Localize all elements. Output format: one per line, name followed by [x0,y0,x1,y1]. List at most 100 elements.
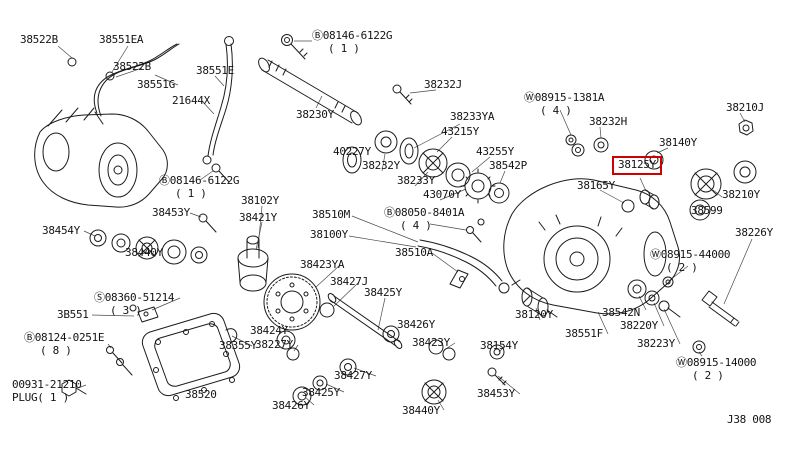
part-label-21644X[interactable]: 21644X [172,94,210,108]
part-number-text: 38424Y [250,324,288,337]
carrier-housing-art [503,178,681,315]
part-number-text: 40227Y [333,145,371,158]
part-label-43215Y[interactable]: 43215Y [441,125,479,139]
part-number-text: Ⓦ08915-1381A [524,91,605,104]
part-number-text: 43255Y [476,145,514,158]
part-label-43255Y[interactable]: 43255Y [476,145,514,159]
part-number-text: 38551EA [99,33,144,46]
part-label-38421Y[interactable]: 38421Y [239,211,277,225]
part-label-38423Y[interactable]: 38423Y [412,336,450,350]
part-number-text: 38542N [602,306,640,319]
part-number-text: 38599 [691,204,723,217]
part-label-0891514000[interactable]: Ⓦ08915-14000( 2 ) [676,356,757,382]
part-number-text: 38230Y [296,108,334,121]
part-label-38154Y[interactable]: 38154Y [480,339,518,353]
part-label-38120Y[interactable]: 38120Y [515,308,553,322]
part-label-38599[interactable]: 38599 [691,204,723,218]
part-number-text: 38154Y [480,339,518,352]
part-label-38453Y[interactable]: 38453Y [152,206,190,220]
part-label-38440Y[interactable]: 38440Y [402,404,440,418]
part-label-38227Y[interactable]: 38227Y [255,338,293,352]
part-label-38551G[interactable]: 38551G [137,78,175,92]
part-label-38425Y[interactable]: 38425Y [302,386,340,400]
part-label-38210Y[interactable]: 38210Y [722,188,760,202]
part-number-text: 00931-21210 [12,378,82,391]
part-label-080508401A[interactable]: Ⓑ08050-8401A( 4 ) [384,206,465,232]
part-label-38140Y[interactable]: 38140Y [659,136,697,150]
part-label-PLUG1[interactable]: PLUG( 1 ) [12,391,69,405]
part-number-text: 38140Y [659,136,697,149]
part-label-38542N[interactable]: 38542N [602,306,640,320]
part-number-text: Ⓑ08050-8401A [384,206,465,219]
part-label-38542P[interactable]: 38542P [489,159,527,173]
diff-gear-set-art [263,273,403,406]
part-label-40227Y[interactable]: 40227Y [333,145,371,159]
part-number-text: Ⓑ08124-0251E [24,331,105,344]
part-label-38440Y[interactable]: 38440Y [125,246,163,260]
diff-case-art [237,235,269,292]
part-label-38426Y[interactable]: 38426Y [397,318,435,332]
left-seal-bearing-art [89,163,230,265]
part-number-text: 38522B [20,33,58,46]
part-label-38427Y[interactable]: 38427Y [334,369,372,383]
cover-plate-art [61,304,241,401]
part-label-38426Y[interactable]: 38426Y [272,399,310,413]
part-label-38427J[interactable]: 38427J [330,275,368,289]
part-label-38520[interactable]: 38520 [185,388,217,402]
part-label-38522B[interactable]: 38522B [20,33,58,47]
part-quantity-text: ( 1 ) [175,186,207,200]
part-label-38233YA[interactable]: 38233YA [450,110,495,124]
part-number-text: 38421Y [239,211,277,224]
part-number-text: 38542P [489,159,527,172]
part-number-text: Ⓦ08915-44000 [650,248,731,261]
part-label-0093121210[interactable]: 00931-21210 [12,378,82,392]
part-label-43070Y[interactable]: 43070Y [423,188,461,202]
part-number-text: PLUG( 1 ) [12,391,69,404]
part-label-38510A[interactable]: 38510A [395,246,433,260]
part-label-0891544000[interactable]: Ⓦ08915-44000( 2 ) [650,248,731,274]
part-label-38453Y[interactable]: 38453Y [477,387,515,401]
part-label-081466122G[interactable]: Ⓑ08146-6122G( 1 ) [159,174,240,200]
part-number-text: 38551G [137,78,175,91]
part-label-38522B[interactable]: 38522B [113,60,151,74]
part-number-text: 38125Y [618,158,656,171]
part-label-38100Y[interactable]: 38100Y [310,228,348,242]
part-label-38232Y[interactable]: 38232Y [362,159,400,173]
part-label-38551EA[interactable]: 38551EA [99,33,144,47]
part-quantity-text: ( 1 ) [328,41,360,55]
part-label-38425Y[interactable]: 38425Y [364,286,402,300]
part-quantity-text: ( 2 ) [666,260,698,274]
part-label-38355Y[interactable]: 38355Y [219,339,257,353]
part-label-38454Y[interactable]: 38454Y [42,224,80,238]
part-label-38226Y[interactable]: 38226Y [735,226,773,240]
part-label-38230Y[interactable]: 38230Y [296,108,334,122]
part-label-089151381A[interactable]: Ⓦ08915-1381A( 4 ) [524,91,605,117]
part-label-38210J[interactable]: 38210J [726,101,764,115]
part-label-38551F[interactable]: 38551F [565,327,603,341]
part-label-081466122G[interactable]: Ⓑ08146-6122G( 1 ) [312,29,393,55]
part-number-text: 38120Y [515,308,553,321]
part-number-text: 38520 [185,388,217,401]
part-label-0836051214[interactable]: Ⓢ08360-51214( 3 ) [94,291,175,317]
part-number-text: 38454Y [42,224,80,237]
part-label-3B551[interactable]: 3B551 [57,308,89,322]
part-label-38232J[interactable]: 38232J [424,78,462,92]
part-number-text: 38223Y [637,337,675,350]
part-label-38102Y[interactable]: 38102Y [241,194,279,208]
part-label-38125Y[interactable]: 38125Y [612,156,662,175]
part-label-38232H[interactable]: 38232H [589,115,627,129]
part-label-38223Y[interactable]: 38223Y [637,337,675,351]
part-label-38551E[interactable]: 38551E [196,64,234,78]
part-label-38510M[interactable]: 38510M [312,208,350,222]
part-label-38233Y[interactable]: 38233Y [397,174,435,188]
part-number-text: 38440Y [125,246,163,259]
bolt-art-38226Y [701,290,740,327]
part-label-081240251E[interactable]: Ⓑ08124-0251E( 8 ) [24,331,105,357]
part-number-text: 38102Y [241,194,279,207]
part-label-38220Y[interactable]: 38220Y [620,319,658,333]
part-label-38423YA[interactable]: 38423YA [300,258,345,272]
part-label-38424Y[interactable]: 38424Y [250,324,288,338]
part-label-38165Y[interactable]: 38165Y [577,179,615,193]
bearing-washer-chain-art [342,130,510,204]
